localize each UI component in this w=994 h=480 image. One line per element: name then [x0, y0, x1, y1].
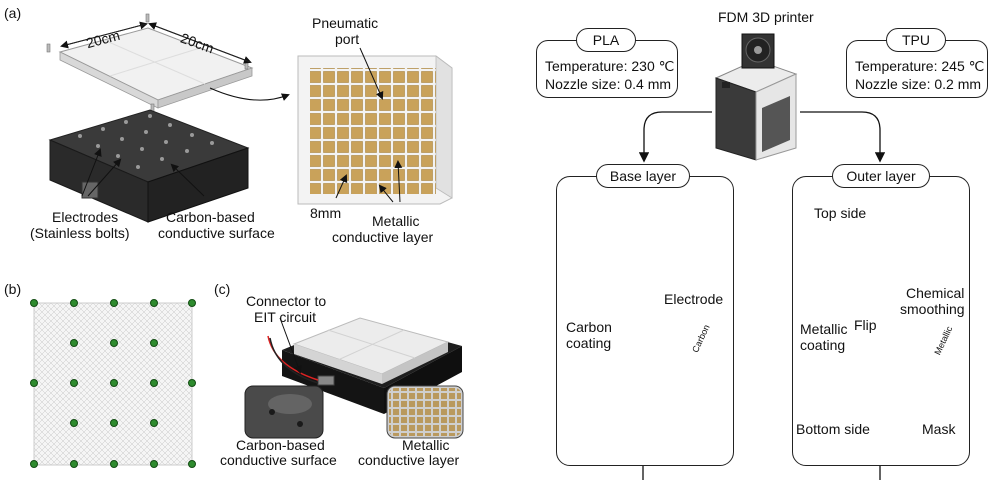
pla-label: PLA	[576, 28, 636, 52]
pneumatic-port-label-2: port	[335, 31, 360, 47]
dark-base	[48, 109, 250, 223]
carbon-inset	[244, 385, 324, 439]
outer-layer-title: Outer layer	[832, 164, 930, 188]
outer-layer-box	[792, 176, 970, 466]
metallic-layer-label-2: conductive layer	[332, 229, 434, 245]
carbon-surface-label-1: Carbon-based	[166, 209, 255, 225]
panel-label-b: (b)	[4, 281, 22, 297]
mask-label: Mask	[922, 421, 956, 437]
flip-label: Flip	[854, 317, 877, 333]
metallic-coating-label-1: Metallic	[800, 321, 848, 337]
pla-temperature: Temperature: 230 ℃	[545, 58, 675, 74]
base-bolts	[78, 114, 214, 169]
assembled-device	[282, 317, 462, 414]
connector-wire	[267, 317, 319, 384]
carbon-coating-label-2: coating	[566, 335, 612, 351]
metallic-layer-label-1: Metallic	[372, 213, 420, 229]
metallic-layer-closeup	[297, 55, 453, 205]
metallic-coating-label-2: coating	[800, 337, 846, 353]
printer-illustration	[714, 33, 798, 161]
bottom-side-label: Bottom side	[796, 421, 870, 437]
c-carbon-label-1: Carbon-based	[236, 437, 325, 453]
connector-label-2: EIT circuit	[254, 309, 316, 325]
carbon-coating-label-1: Carbon	[566, 319, 612, 335]
top-side-label: Top side	[814, 205, 867, 221]
cover-plate	[58, 27, 254, 109]
base-layer-title: Base layer	[596, 164, 690, 188]
panel-label-c: (c)	[214, 281, 231, 297]
c-metallic-label-2: conductive layer	[358, 452, 460, 468]
panel-label-a: (a)	[4, 5, 22, 21]
tpu-nozzle: Nozzle size: 0.2 mm	[855, 76, 982, 92]
metallic-inset	[386, 385, 464, 439]
panel-a-closeup-pointers	[335, 47, 403, 203]
tpu-label: TPU	[886, 28, 946, 52]
electrode-label: Electrode	[664, 291, 724, 307]
printer-title: FDM 3D printer	[718, 9, 814, 25]
connector-label-1: Connector to	[246, 293, 327, 309]
electrode-dots	[30, 299, 196, 468]
dimension-lines	[60, 21, 252, 64]
chemical-smoothing-label-1: Chemical	[906, 285, 965, 301]
electrodes-label-1: Electrodes	[52, 209, 119, 225]
pneumatic-port-label-1: Pneumatic	[312, 15, 379, 31]
electrodes-label-2: (Stainless bolts)	[30, 225, 130, 241]
pitch-label: 8mm	[310, 205, 342, 221]
c-metallic-label-1: Metallic	[402, 437, 450, 453]
tpu-temperature: Temperature: 245 ℃	[855, 58, 985, 74]
carbon-surface-label-2: conductive surface	[158, 225, 275, 241]
panel-a-pointers	[81, 87, 290, 197]
pla-nozzle: Nozzle size: 0.4 mm	[545, 76, 672, 92]
chemical-smoothing-label-2: smoothing	[900, 301, 965, 317]
c-carbon-label-2: conductive surface	[220, 452, 337, 468]
